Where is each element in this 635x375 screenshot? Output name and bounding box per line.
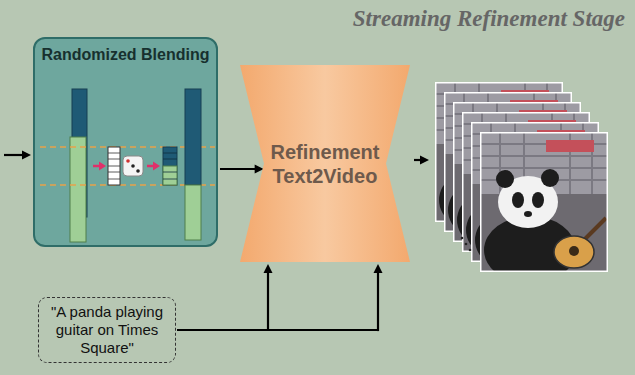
- model-shape: [240, 65, 410, 262]
- node-label: Randomized Blending: [35, 39, 216, 64]
- prompt-box: "A panda playing guitar on Times Square": [38, 297, 176, 363]
- video-frames: [435, 82, 608, 284]
- output-arrow: [414, 156, 429, 165]
- flow-arrow: [177, 264, 383, 331]
- blending-illustration: [35, 39, 220, 249]
- node-label: Refinement Text2Video: [263, 140, 387, 188]
- node-label: "A panda playing guitar on Times Square": [44, 303, 170, 357]
- input-arrow: [4, 151, 31, 160]
- refinement-model: Refinement Text2Video: [240, 65, 410, 262]
- stage-title: Streaming Refinement Stage: [353, 6, 625, 32]
- blending-box: Randomized Blending: [33, 37, 218, 247]
- flow-arrow: [220, 165, 264, 174]
